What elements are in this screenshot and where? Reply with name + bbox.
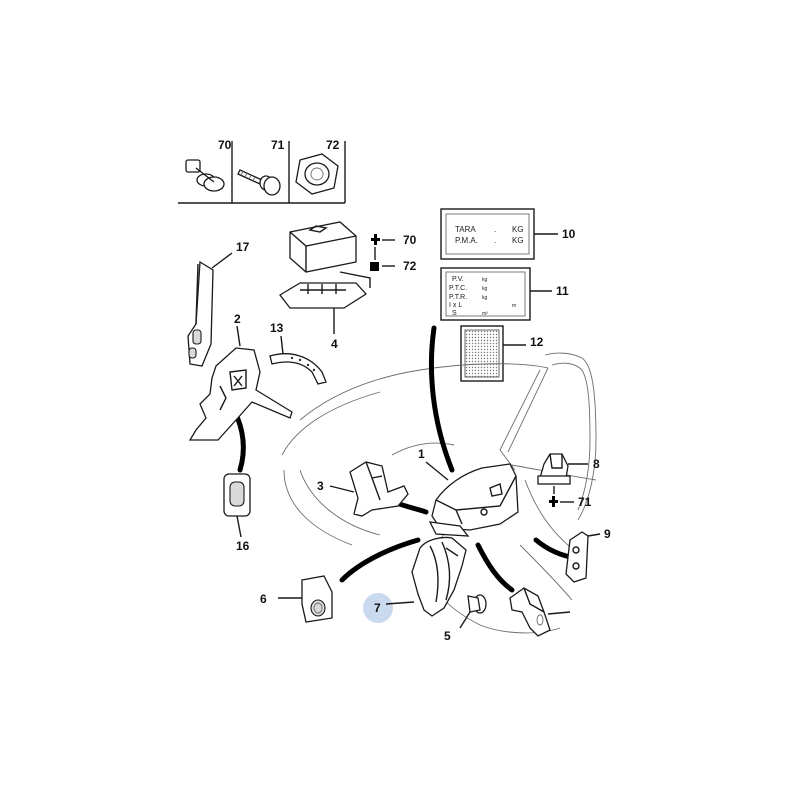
plate10-unit-pv: kg [482, 277, 488, 283]
callout-6: 7 [374, 601, 381, 615]
plus-symbol-icon-71 [549, 496, 558, 507]
wheel-arch-bracket-2: 2 [188, 312, 293, 441]
plate10-row-ptr: P.T.R. [449, 294, 467, 301]
flange-bolt-icon [185, 159, 225, 192]
callout-1: 1 [418, 447, 425, 461]
plate-tara-dot: . [494, 225, 496, 234]
highlight-marker [363, 593, 393, 623]
callout-13: 13 [270, 321, 284, 335]
callout-72-legend: 72 [326, 138, 340, 152]
callout-72: 72 [403, 259, 417, 273]
plate-pma-dot: . [494, 236, 496, 245]
clamp-bracket-5 [509, 587, 571, 637]
callout-2: 2 [234, 312, 241, 326]
push-clip-7: 5 [444, 594, 487, 643]
plate10-row-pv: P.V. [452, 276, 464, 283]
plate-tara-label: TARA [455, 225, 476, 234]
plate10-unit-ixl: m [512, 303, 516, 309]
fastener-symbols-battery: 70 72 [370, 233, 417, 273]
arch-strip-13: 13 [269, 321, 327, 385]
plus-symbol-icon [371, 234, 380, 245]
plate-pma-label: P.M.A. [455, 236, 478, 245]
plate10-unit-ptr: kg [482, 295, 488, 301]
callout-70-legend: 70 [218, 138, 232, 152]
callout-3: 3 [317, 479, 324, 493]
callout-10: 11 [556, 284, 569, 298]
square-symbol-icon [370, 262, 379, 271]
plate10-row-s: S [452, 310, 457, 317]
callout-9: 9 [604, 527, 611, 541]
hardware-legend: 70 71 72 [178, 138, 346, 204]
van-body-outline [281, 352, 597, 634]
plate10-unit-ptc: kg [482, 286, 488, 292]
bracket-17: 17 [187, 240, 250, 367]
callout-71: 71 [578, 495, 592, 509]
callout-7: 5 [444, 629, 451, 643]
weight-plate-10: P.V. P.T.C. P.T.R. I x L S kg kg kg m m²… [440, 267, 569, 321]
weight-plate-11: TARA . KG P.M.A. . KG 10 [440, 208, 576, 260]
callout-4: 4 [331, 337, 338, 351]
leader-lines [231, 325, 579, 593]
rubber-pad-15: 16 [223, 473, 251, 553]
plate10-unit-s: m² [482, 311, 488, 317]
plate10-row-ixl: I x L [449, 302, 462, 309]
callout-16: 6 [260, 592, 267, 606]
callout-17: 17 [236, 240, 250, 254]
callout-15: 16 [236, 539, 250, 553]
callout-12: 12 [530, 335, 544, 349]
wheel-housing-1: 1 [418, 447, 519, 537]
striker-8: 8 71 [537, 453, 600, 509]
callout-11: 10 [562, 227, 576, 241]
callout-71-legend: 71 [271, 138, 285, 152]
self-tapping-screw-icon [237, 169, 281, 196]
grommet-16: 6 [260, 575, 333, 623]
hinge-plate-9: 9 [565, 527, 611, 583]
wheel-arch-liner-6: 7 [363, 536, 467, 623]
callout-8: 8 [593, 457, 600, 471]
plate-pma-unit: KG [512, 236, 524, 245]
hex-nut-icon [295, 153, 339, 195]
mounting-bracket-3: 3 [317, 461, 409, 517]
plate10-row-ptc: P.T.C. [449, 285, 467, 292]
plate-tara-unit: KG [512, 225, 524, 234]
mesh-plate-12: 12 [460, 325, 544, 382]
callout-70: 70 [403, 233, 417, 247]
battery-tray-assembly: 4 [279, 221, 371, 351]
